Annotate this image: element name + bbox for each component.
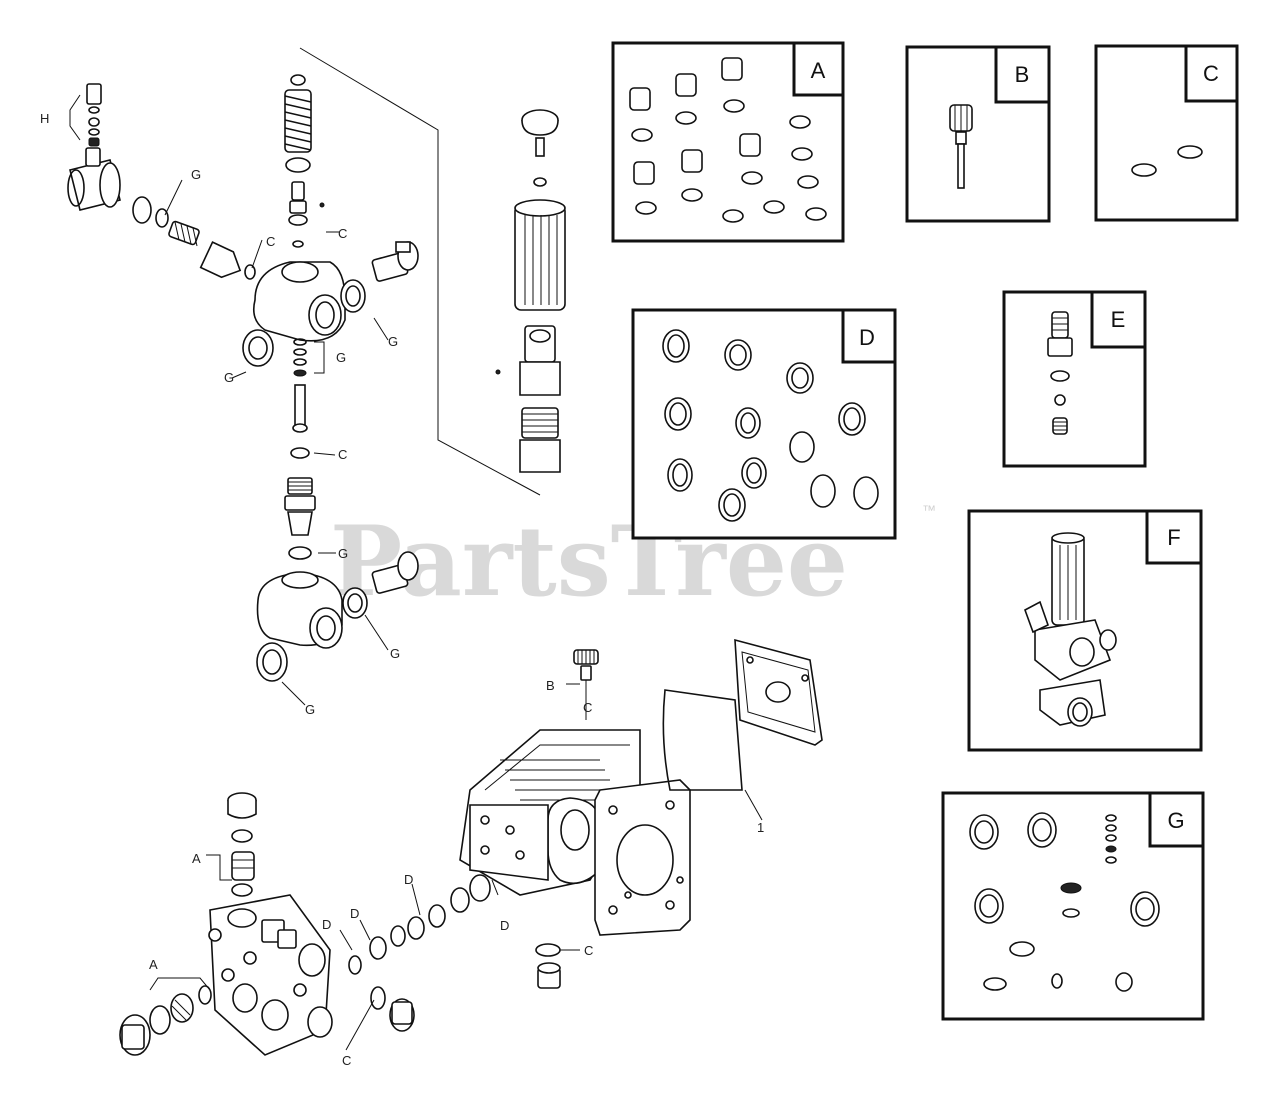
callout-c: C bbox=[342, 1053, 351, 1068]
callout-c: C bbox=[584, 943, 593, 958]
callout-d: D bbox=[500, 918, 509, 933]
callout-c: C bbox=[583, 700, 592, 715]
callout-b: B bbox=[546, 678, 555, 693]
callout-g: G bbox=[390, 646, 400, 661]
filter-column bbox=[495, 109, 566, 473]
callout-g: G bbox=[388, 334, 398, 349]
kit-box-d-letter: D bbox=[859, 325, 875, 350]
spring-part bbox=[284, 89, 312, 153]
callout-labels: H G C C G G G C G G G B C A A D D D D C … bbox=[40, 111, 764, 1068]
lower-manifold bbox=[256, 571, 343, 649]
kit-box-f: F bbox=[967, 509, 1203, 752]
callout-c: C bbox=[338, 447, 347, 462]
callout-d: D bbox=[350, 906, 359, 921]
kit-box-e-letter: E bbox=[1111, 307, 1126, 332]
callout-a: A bbox=[149, 957, 158, 972]
kit-box-b: B bbox=[905, 45, 1051, 223]
callout-g: G bbox=[191, 167, 201, 182]
kit-box-d: D bbox=[631, 308, 897, 540]
threaded-nipple bbox=[284, 477, 316, 536]
kit-box-f-letter: F bbox=[1167, 525, 1180, 550]
callout-c: C bbox=[338, 226, 347, 241]
kit-box-g: G bbox=[941, 791, 1205, 1021]
crankcase bbox=[459, 638, 823, 936]
kit-box-g-letter: G bbox=[1167, 808, 1184, 833]
callout-g: G bbox=[224, 370, 234, 385]
pump-manifold bbox=[119, 792, 580, 1056]
callout-d: D bbox=[404, 872, 413, 887]
watermark-trademark: ™ bbox=[922, 502, 936, 518]
kit-box-b-letter: B bbox=[1015, 62, 1030, 87]
filter-cylinder bbox=[514, 199, 566, 311]
callout-g: G bbox=[305, 702, 315, 717]
kit-box-c-letter: C bbox=[1203, 61, 1219, 86]
kit-box-a: A bbox=[611, 41, 845, 243]
side-fitting-lower bbox=[371, 551, 419, 594]
kit-box-c: C bbox=[1094, 44, 1239, 222]
callout-d: D bbox=[322, 917, 331, 932]
callout-h: H bbox=[40, 111, 49, 126]
callout-a: A bbox=[192, 851, 201, 866]
callout-c: C bbox=[266, 234, 275, 249]
kit-box-e: E bbox=[1002, 290, 1147, 468]
callout-g: G bbox=[338, 546, 348, 561]
side-fitting-upper bbox=[371, 241, 419, 282]
callout-1: 1 bbox=[757, 820, 764, 835]
kit-box-a-letter: A bbox=[811, 58, 826, 83]
unloader-valve-assembly bbox=[67, 47, 541, 706]
unloader-body bbox=[252, 261, 346, 342]
callout-g: G bbox=[336, 350, 346, 365]
bypass-fitting bbox=[67, 147, 121, 211]
